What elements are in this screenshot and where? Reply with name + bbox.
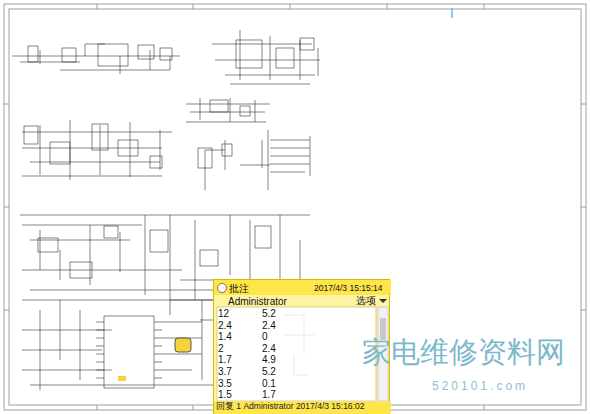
watermark-text: 家电维修资料网 bbox=[362, 336, 565, 369]
table-cell: 12 bbox=[218, 308, 229, 320]
table-cell: 0.1 bbox=[262, 378, 276, 390]
table-cell: 0 bbox=[262, 331, 268, 343]
popup-author: Administrator bbox=[228, 296, 287, 308]
table-cell: 2.4 bbox=[262, 343, 276, 355]
table-cell: 2.4 bbox=[262, 320, 276, 332]
table-cell: 3.7 bbox=[218, 366, 232, 378]
table-cell: 1.4 bbox=[218, 331, 232, 343]
table-cell: 1.7 bbox=[218, 354, 232, 366]
table-cell: 4.9 bbox=[262, 354, 276, 366]
watermark-url: 520101.com bbox=[432, 380, 528, 394]
table-cell: 5.2 bbox=[262, 308, 276, 320]
table-cell: 5.2 bbox=[262, 366, 276, 378]
reply-line: 回复 1 Administrator 2017/4/3 15:16:02 bbox=[216, 402, 364, 412]
popup-date: 2017/4/3 15:15:14 bbox=[314, 284, 383, 294]
popup-options: 选项 bbox=[356, 295, 376, 307]
table-cell: 3.5 bbox=[218, 378, 232, 390]
table-cell: 2 bbox=[218, 343, 224, 355]
table-cell: 1.5 bbox=[218, 389, 232, 401]
popup-title: 批注 bbox=[229, 283, 249, 295]
table-cell: 2.4 bbox=[218, 320, 232, 332]
table-cell: 1.7 bbox=[262, 389, 276, 401]
